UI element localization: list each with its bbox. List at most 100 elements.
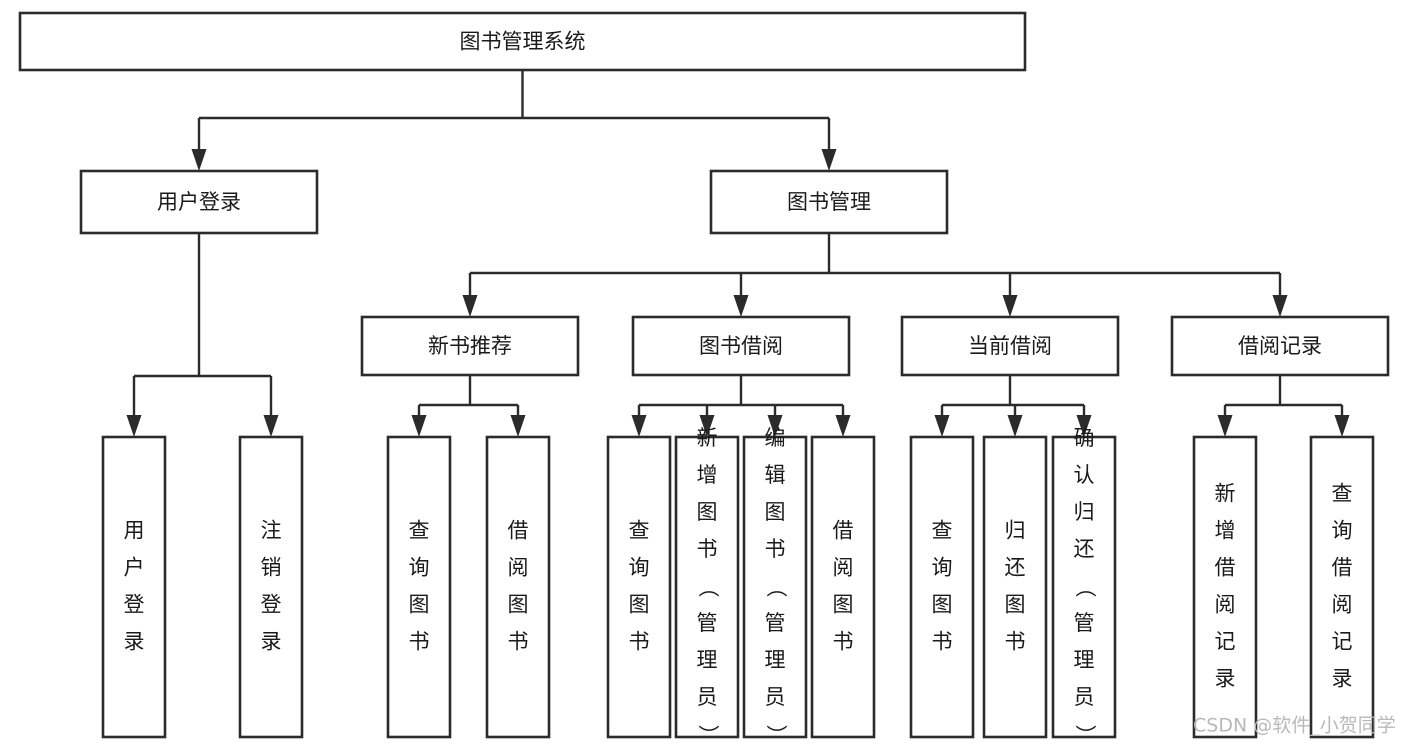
node-label-new-book-rec: 新书推荐: [428, 334, 512, 358]
node-label-char: 归: [1074, 500, 1095, 524]
node-borrow-record[interactable]: 借阅记录: [1170, 315, 1390, 377]
node-label-char: 图: [1005, 593, 1026, 617]
node-label-char: 管: [697, 611, 718, 635]
node-book-borrow[interactable]: 图书借阅: [631, 315, 851, 377]
node-box-leaf-query-book-1[interactable]: [386, 435, 452, 739]
node-label-char: 注: [261, 519, 282, 543]
node-current-borrow[interactable]: 当前借阅: [900, 315, 1120, 377]
node-label-char: 理: [765, 648, 786, 672]
node-label-char: 阅: [1215, 593, 1236, 617]
node-label-char: 查: [629, 519, 650, 543]
node-user-login[interactable]: 用户登录: [79, 169, 319, 235]
node-box-leaf-add-book[interactable]: [674, 435, 740, 739]
node-box-leaf-borrow-book-1[interactable]: [485, 435, 551, 739]
node-label-char: 询: [1332, 519, 1353, 543]
node-box-root[interactable]: [18, 11, 1027, 72]
node-book-manage[interactable]: 图书管理: [709, 169, 949, 235]
edge-group-book-borrow: [631, 375, 851, 437]
node-label-char: 员: [765, 685, 786, 709]
node-label-char: 书: [629, 630, 650, 654]
node-box-current-borrow[interactable]: [900, 315, 1120, 377]
node-label-char: 书: [1005, 630, 1026, 654]
node-box-leaf-query-book-2[interactable]: [606, 435, 672, 739]
node-label-char: （: [764, 577, 788, 598]
node-label-char: 归: [1005, 519, 1026, 543]
node-box-leaf-borrow-book-2[interactable]: [810, 435, 876, 739]
node-label-char: 管: [765, 611, 786, 635]
node-label-char: 确: [1074, 426, 1095, 450]
arrow-head-icon: [1076, 415, 1092, 437]
node-label-current-borrow: 当前借阅: [968, 334, 1052, 358]
node-box-leaf-add-record[interactable]: [1192, 435, 1258, 739]
node-box-leaf-query-book-3[interactable]: [909, 435, 975, 739]
arrow-head-icon: [1217, 415, 1233, 437]
node-box-book-manage[interactable]: [709, 169, 949, 235]
node-label-char: 认: [1074, 463, 1095, 487]
node-label-char: （: [696, 577, 720, 598]
arrow-head-icon: [126, 415, 142, 437]
node-label-borrow-record: 借阅记录: [1238, 334, 1322, 358]
node-label-char: 录: [124, 630, 145, 654]
edge-group-book-manage: [462, 233, 1288, 317]
node-label-char: 员: [697, 685, 718, 709]
node-label-char: ）: [764, 725, 788, 746]
node-label-user-login: 用户登录: [157, 190, 241, 214]
node-label-char: 管: [1074, 611, 1095, 635]
node-label-char: 书: [508, 630, 529, 654]
csdn-watermark: CSDN @软件_小贺同学: [1193, 715, 1396, 737]
node-label-char: 登: [261, 593, 282, 617]
node-box-leaf-return-book[interactable]: [982, 435, 1048, 739]
node-box-leaf-logout[interactable]: [238, 435, 304, 739]
node-root[interactable]: 图书管理系统: [18, 11, 1027, 72]
node-label-char: 录: [1332, 667, 1353, 691]
node-label-char: 增: [1215, 519, 1236, 543]
node-label-char: 图: [629, 593, 650, 617]
arrow-head-icon: [733, 295, 749, 317]
arrow-head-icon: [934, 415, 950, 437]
node-box-new-book-rec[interactable]: [360, 315, 580, 377]
arrow-head-icon: [1002, 295, 1018, 317]
node-label-char: ）: [1073, 725, 1097, 746]
node-label-char: 还: [1074, 537, 1095, 561]
node-label-book-manage: 图书管理: [787, 190, 871, 214]
node-box-leaf-user-login[interactable]: [101, 435, 167, 739]
node-label-char: 查: [409, 519, 430, 543]
node-box-book-borrow[interactable]: [631, 315, 851, 377]
node-box-borrow-record[interactable]: [1170, 315, 1390, 377]
node-leaf-user-login[interactable]: 用户登录: [101, 435, 167, 739]
node-label-char: 图: [508, 593, 529, 617]
node-box-leaf-confirm-return[interactable]: [1051, 435, 1117, 739]
node-label-char: 阅: [508, 556, 529, 580]
node-box-user-login[interactable]: [79, 169, 319, 235]
node-label-char: 查: [932, 519, 953, 543]
arrow-head-icon: [1272, 295, 1288, 317]
node-new-book-rec[interactable]: 新书推荐: [360, 315, 580, 377]
node-box-leaf-query-record[interactable]: [1309, 435, 1375, 739]
node-label-char: 图: [932, 593, 953, 617]
node-label-char: 书: [697, 537, 718, 561]
node-label-char: 书: [833, 630, 854, 654]
edge-group-borrow-record: [1217, 375, 1350, 437]
node-label-char: 新: [1215, 482, 1236, 506]
arrow-head-icon: [191, 149, 207, 171]
node-label-char: 增: [697, 463, 718, 487]
node-label-char: 借: [833, 519, 854, 543]
arrow-head-icon: [411, 415, 427, 437]
node-box-leaf-edit-book[interactable]: [742, 435, 808, 739]
